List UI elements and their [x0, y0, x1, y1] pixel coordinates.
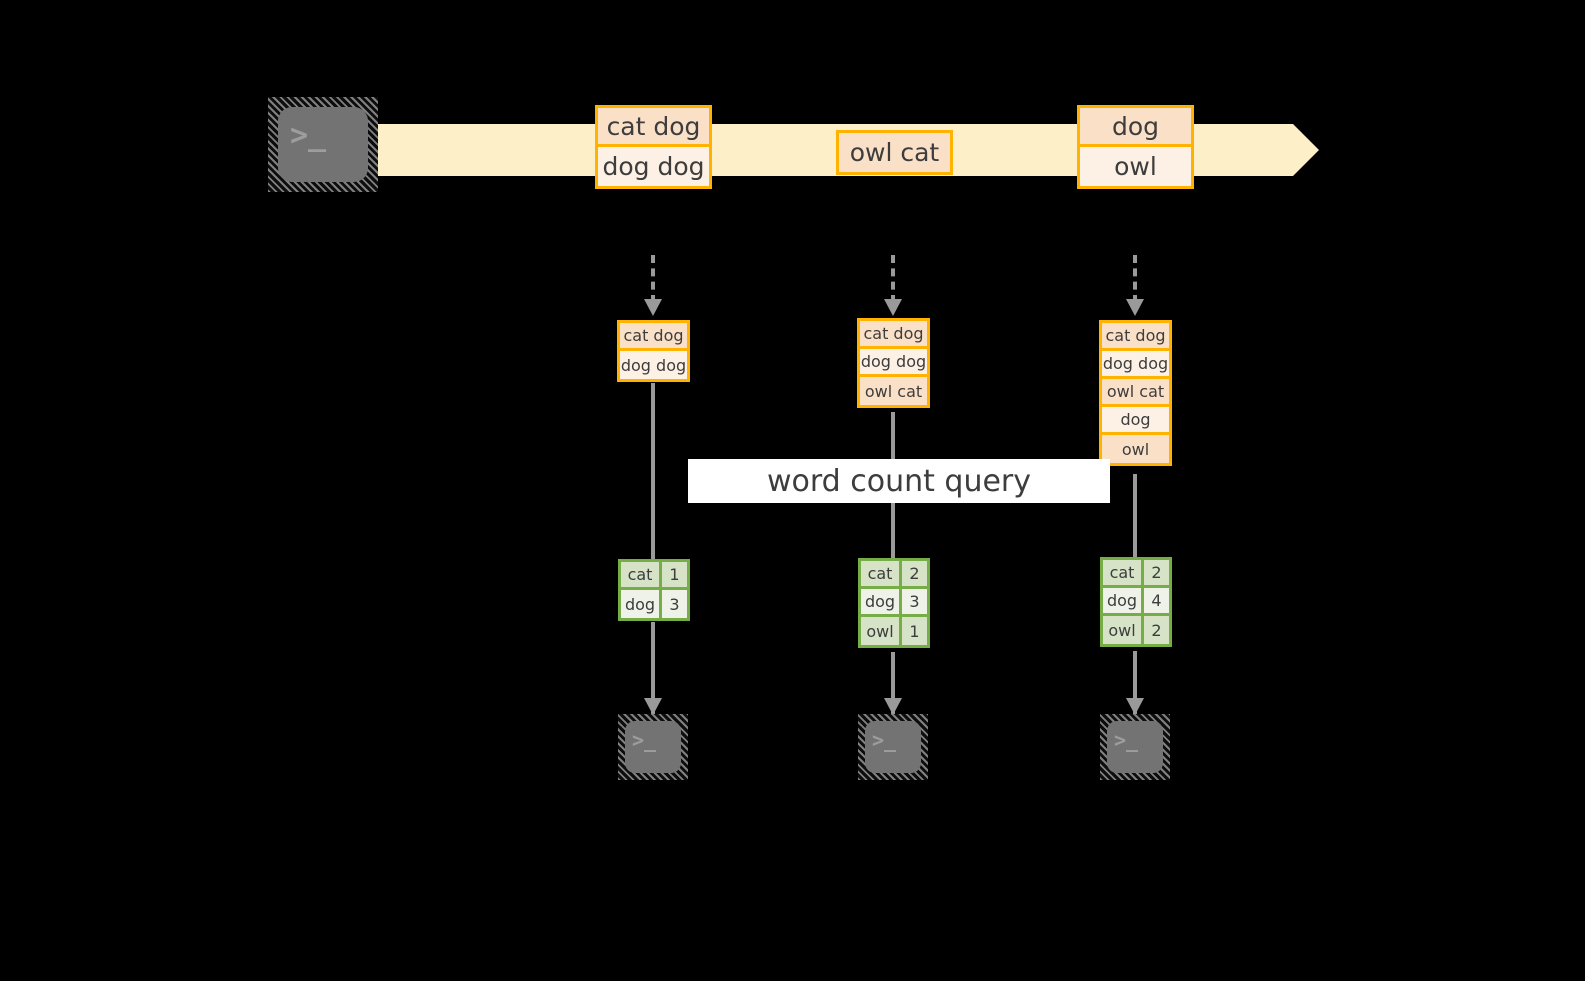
record-line: owl cat	[1102, 379, 1169, 407]
query-label: word count query	[688, 459, 1110, 503]
record-line: cat dog	[1102, 323, 1169, 351]
terminal-prompt-icon: >_	[290, 118, 327, 153]
snapshot-3-sink-terminal[interactable]: >_	[1100, 714, 1170, 780]
table-cell-count: 3	[662, 590, 687, 618]
table-cell-word: owl	[1103, 616, 1144, 644]
timeline-arrowhead	[1293, 124, 1319, 176]
table-cell-count: 2	[1144, 616, 1169, 644]
table-cell-count: 2	[1144, 560, 1169, 585]
terminal-screen	[278, 107, 368, 182]
table-cell-count: 4	[1144, 588, 1169, 613]
terminal-prompt-icon: >_	[1114, 728, 1139, 752]
table-row: owl 2	[1103, 616, 1169, 644]
record-line: dog	[1080, 108, 1191, 147]
record-line: owl cat	[839, 133, 950, 172]
record-line: dog dog	[1102, 351, 1169, 379]
table-cell-count: 2	[902, 561, 927, 586]
record-line: cat dog	[620, 323, 687, 351]
snapshot-2-result-table[interactable]: cat 2 dog 3 owl 1	[858, 558, 930, 648]
table-row: dog 3	[861, 589, 927, 617]
table-row: dog 4	[1103, 588, 1169, 616]
record-line: owl	[1080, 147, 1191, 186]
record-line: dog dog	[598, 147, 709, 186]
table-cell-count: 1	[902, 617, 927, 645]
terminal-screen	[1107, 721, 1163, 773]
record-line: owl cat	[860, 377, 927, 405]
table-cell-word: dog	[1103, 588, 1144, 613]
snapshot-1-result-table[interactable]: cat 1 dog 3	[618, 559, 690, 621]
terminal-screen	[625, 721, 681, 773]
record-line: cat dog	[598, 108, 709, 147]
record-line: dog dog	[620, 351, 687, 379]
table-row: cat 2	[861, 561, 927, 589]
snapshot-3-input-box[interactable]: cat dog dog dog owl cat dog owl	[1099, 320, 1172, 466]
table-cell-word: cat	[861, 561, 902, 586]
table-row: owl 1	[861, 617, 927, 645]
timeline-event-2[interactable]: owl cat	[836, 130, 953, 175]
timeline-event-1[interactable]: cat dog dog dog	[595, 105, 712, 189]
table-cell-count: 3	[902, 589, 927, 614]
table-cell-word: cat	[1103, 560, 1144, 585]
terminal-prompt-icon: >_	[872, 728, 897, 752]
terminal-prompt-icon: >_	[632, 728, 657, 752]
snapshot-2-input-box[interactable]: cat dog dog dog owl cat	[857, 318, 930, 408]
table-cell-word: dog	[621, 590, 662, 618]
table-row: cat 2	[1103, 560, 1169, 588]
terminal-screen	[865, 721, 921, 773]
table-cell-word: cat	[621, 562, 662, 587]
snapshot-3-result-table[interactable]: cat 2 dog 4 owl 2	[1100, 557, 1172, 647]
table-cell-word: dog	[861, 589, 902, 614]
timeline-event-3[interactable]: dog owl	[1077, 105, 1194, 189]
record-line: dog	[1102, 407, 1169, 435]
record-line: owl	[1102, 435, 1169, 463]
record-line: cat dog	[860, 321, 927, 349]
source-terminal[interactable]: >_	[268, 97, 378, 192]
snapshot-1-sink-terminal[interactable]: >_	[618, 714, 688, 780]
table-cell-count: 1	[662, 562, 687, 587]
table-cell-word: owl	[861, 617, 902, 645]
table-row: dog 3	[621, 590, 687, 618]
record-line: dog dog	[860, 349, 927, 377]
snapshot-2-sink-terminal[interactable]: >_	[858, 714, 928, 780]
snapshot-1-input-box[interactable]: cat dog dog dog	[617, 320, 690, 382]
table-row: cat 1	[621, 562, 687, 590]
